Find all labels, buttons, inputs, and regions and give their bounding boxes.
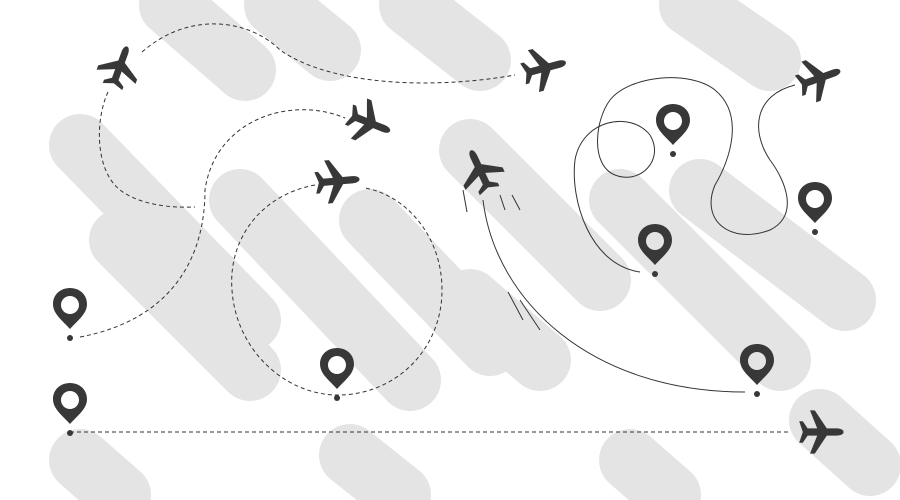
routes (70, 23, 796, 433)
watermark-band (669, 159, 876, 331)
dashed-route (141, 23, 516, 84)
watermark-band (89, 209, 281, 401)
watermark-band (439, 269, 571, 391)
speed-lines (462, 189, 541, 331)
watermark-band (209, 169, 441, 411)
watermark-band (599, 429, 701, 500)
airplane-icon (517, 41, 572, 95)
dashed-route (79, 109, 346, 338)
airplane-icon (93, 39, 147, 94)
watermark-band (244, 0, 361, 81)
solid-route (482, 199, 746, 393)
dashed-route (231, 184, 443, 396)
location-pin-icon (320, 348, 354, 401)
dashed-route (98, 91, 196, 208)
location-pin-icon (656, 104, 690, 157)
watermark-shapes (49, 0, 900, 500)
watermark-band (319, 424, 431, 500)
location-pin-icon (740, 344, 774, 397)
watermark-band (49, 114, 281, 351)
airplane-icon (340, 94, 399, 152)
watermark-band (139, 0, 276, 101)
watermark-band (659, 0, 801, 91)
watermark-band (49, 429, 151, 500)
watermark-band (379, 0, 511, 91)
location-pin-icon (798, 182, 832, 235)
location-pin-icon (53, 288, 87, 341)
solid-route (573, 77, 796, 273)
watermark-band (789, 389, 900, 496)
location-pin-icon (53, 383, 87, 436)
